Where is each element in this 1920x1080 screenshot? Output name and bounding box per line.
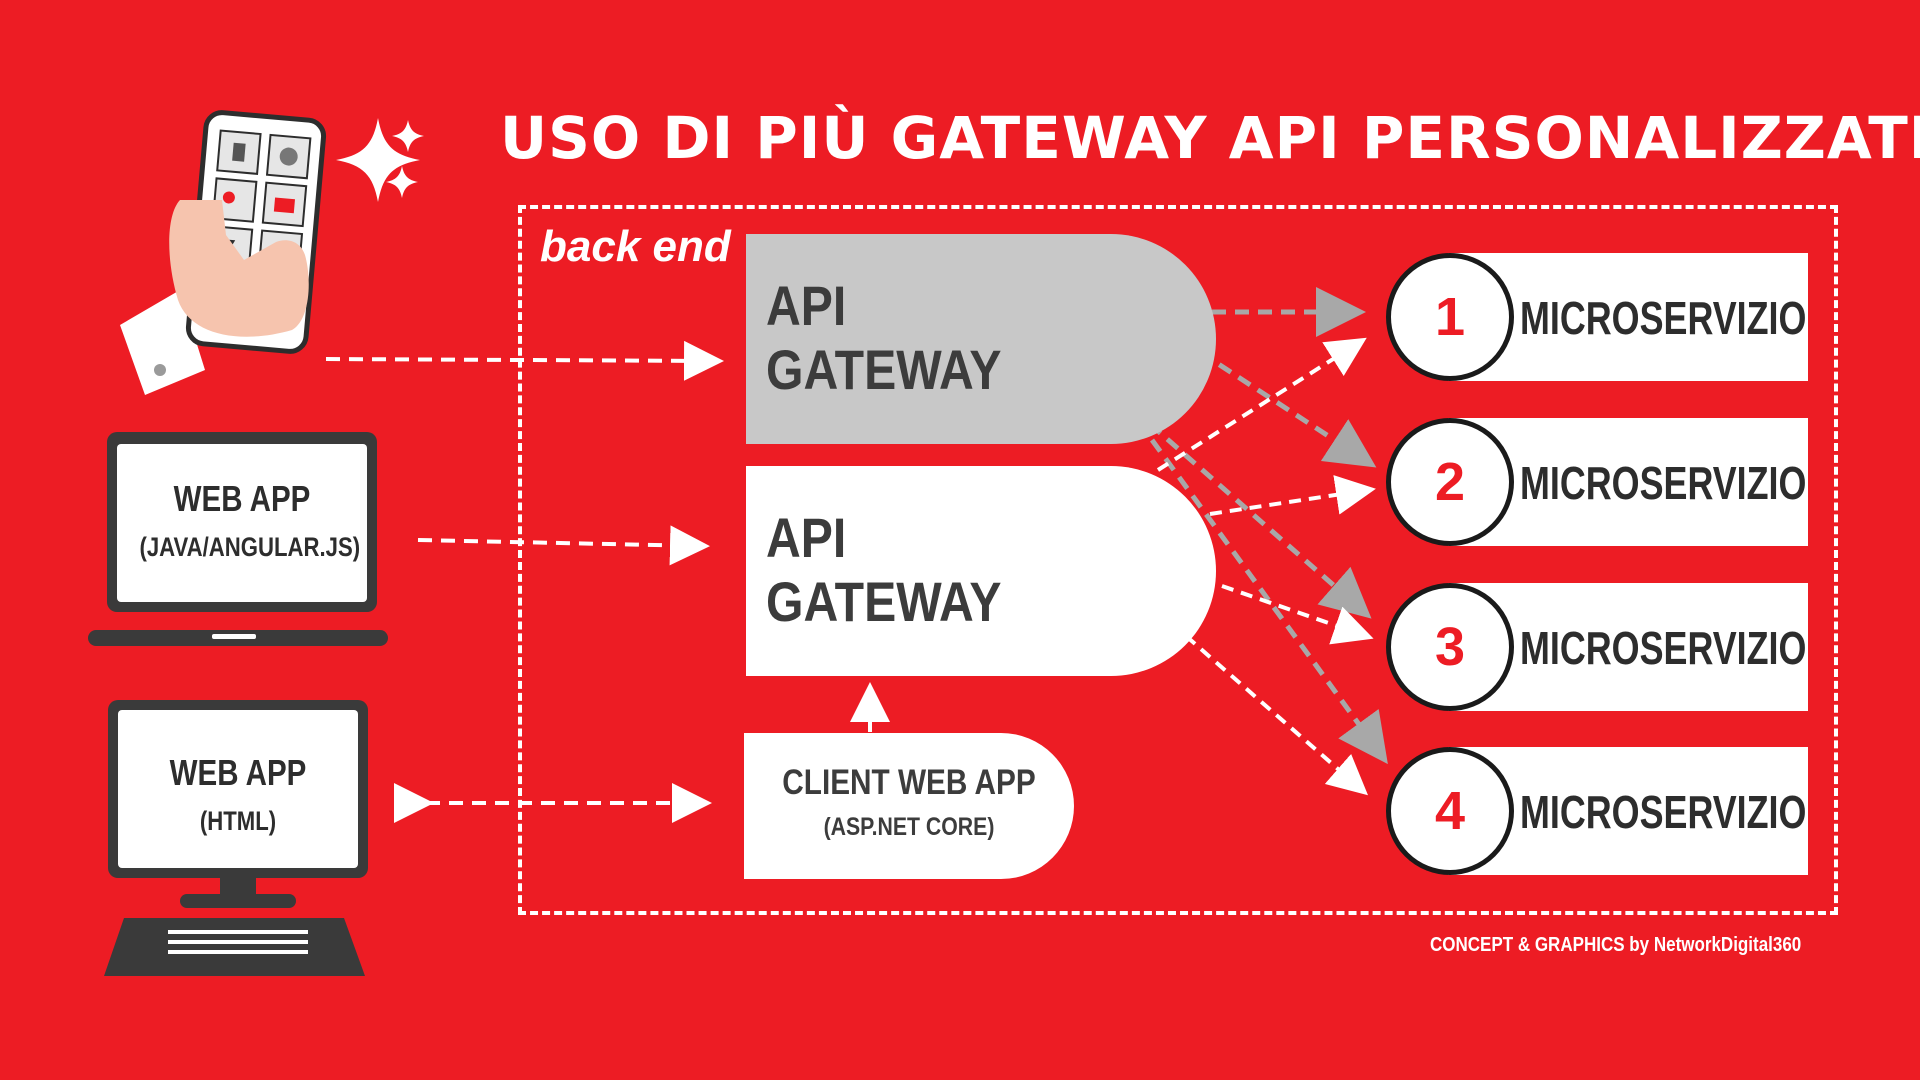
arrow-gw2-ms4 [1184,634,1369,796]
backend-label: back end [540,222,731,271]
client-web-app-subtitle: (ASP.NET CORE) [823,813,995,841]
microservice-3: 3 MICROSERVIZIO [1386,583,1808,711]
api-gateway-1: API GATEWAY [746,234,1216,444]
smartphone-icon [120,110,327,395]
microservice-label: MICROSERVIZIO [1520,292,1807,344]
client-web-app-title: CLIENT WEB APP [782,763,1036,802]
api-gateway-2: API GATEWAY [746,466,1216,676]
laptop-icon [88,432,388,646]
microservice-1: 1 MICROSERVIZIO [1386,253,1808,381]
microservice-number: 2 [1386,418,1514,546]
desktop-computer-icon [104,700,368,976]
arrow-laptop-to-gateway2 [417,525,710,566]
microservice-2: 2 MICROSERVIZIO [1386,418,1808,546]
arrow-gw1-ms2 [1198,349,1377,468]
credits: CONCEPT & GRAPHICS by NetworkDigital360 [1430,934,1802,956]
sparkle-icon [336,118,424,202]
page-title: USO DI PIÙ GATEWAY API PERSONALIZZATI [500,104,1920,172]
arrow-gw2-ms2 [1209,475,1376,516]
microservice-label: MICROSERVIZIO [1520,457,1807,509]
microservice-label: MICROSERVIZIO [1520,786,1807,838]
backend-container [518,205,1838,915]
microservice-label: MICROSERVIZIO [1520,622,1807,674]
client-web-app: CLIENT WEB APP (ASP.NET CORE) [744,733,1074,879]
gateway-label: API GATEWAY [766,274,1002,401]
microservice-4: 4 MICROSERVIZIO [1386,747,1808,875]
laptop-app-label: WEB APP (JAVA/ANGULAR.JS) [139,478,361,562]
arrow-gw1-ms3 [1148,422,1372,619]
arrow-gw2-ms3 [1221,584,1374,645]
microservice-number: 4 [1386,747,1514,875]
desktop-app-label: WEB APP (HTML) [169,752,307,836]
shirt-cuff [120,290,205,395]
gateway-label: API GATEWAY [766,506,1002,633]
arrow-phone-to-gateway1 [325,340,724,381]
arrow-gw1-ms4 [1149,438,1388,765]
microservice-number: 3 [1386,583,1514,711]
microservice-number: 1 [1386,253,1514,381]
